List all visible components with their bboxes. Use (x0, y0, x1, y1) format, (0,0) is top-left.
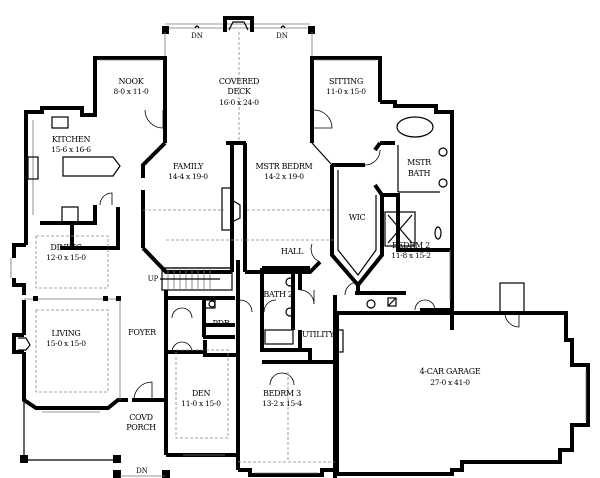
room-sitting: SITTING 11-0 x 15-0 (326, 77, 366, 96)
room-mstr-bedrm: MSTR BEDRM 14-2 x 19-0 (256, 162, 313, 181)
hall-label: HALL (281, 247, 304, 256)
room-bedrm2: BEDRM 2 11-8 x 15-2 (391, 241, 431, 260)
room-den: DEN 11-0 x 15-0 (181, 389, 221, 408)
sitting-dims: 11-0 x 15-0 (326, 87, 366, 96)
central-walls (160, 239, 344, 478)
living-label: LIVING (51, 329, 80, 338)
dining-dims: 12-0 x 15-0 (46, 253, 86, 262)
stair-up-label: UP (148, 275, 159, 283)
room-family: FAMILY 14-4 x 19-0 (168, 162, 208, 181)
room-garage: 4-CAR GARAGE 27-0 x 41-0 (420, 367, 482, 387)
deck-dn-left: DN (191, 32, 203, 40)
nook-label: NOOK (119, 77, 145, 86)
room-covd-porch: COVD (129, 413, 153, 422)
kitchen-walls (24, 100, 121, 250)
foyer-label: FOYER (128, 328, 157, 337)
mstr-bath-label-1: MSTR (407, 158, 432, 167)
deck-label-2: DECK (227, 87, 251, 96)
nook-dims: 8-0 x 11-0 (114, 87, 149, 96)
mstr-bath-label-2: BATH (408, 169, 431, 178)
room-mstr-bath: MSTR BATH (407, 158, 432, 178)
garage-walls (335, 282, 590, 476)
porch-label-2: PORCH (126, 423, 156, 432)
sitting-label: SITTING (329, 77, 363, 86)
room-bedrm3: BEDRM 3 13-2 x 15-4 (262, 389, 302, 408)
living-dims: 15-0 x 15-0 (46, 339, 86, 348)
room-dining: DINING 12-0 x 15-0 (46, 243, 86, 262)
den-label: DEN (192, 389, 211, 398)
dining-label: DINING (50, 243, 81, 252)
garage-label: 4-CAR GARAGE (420, 367, 481, 376)
mstr-bedrm-label: MSTR BEDRM (256, 162, 313, 171)
wic-label: WIC (349, 213, 366, 222)
bedrm2-dims: 11-8 x 15-2 (391, 251, 431, 260)
den-dims: 11-0 x 15-0 (181, 399, 221, 408)
kitchen-label: KITCHEN (52, 135, 91, 144)
sitting-walls (310, 56, 382, 143)
deck-dn-right: DN (276, 32, 288, 40)
bath2-label: BATH 2 (263, 290, 293, 299)
stairs (160, 267, 233, 291)
mstr-bedrm-dims: 14-2 x 19-0 (264, 172, 304, 181)
family-label: FAMILY (173, 162, 204, 171)
porch-label-1: COVD (129, 413, 153, 422)
den-walls (166, 349, 238, 457)
garage-dims: 27-0 x 41-0 (430, 378, 470, 387)
room-living: LIVING 15-0 x 15-0 (46, 329, 86, 348)
room-covered-deck: COVERED DECK 16-0 x 24-0 DN DN (191, 32, 288, 107)
kitchen-dims: 15-6 x 16-6 (51, 145, 91, 154)
left-wing-walls (10, 235, 170, 478)
family-dims: 14-4 x 19-0 (168, 172, 208, 181)
deck-label-1: COVERED (219, 77, 259, 86)
porch-dn-label: DN (136, 467, 148, 475)
utility-label: UTILITY (302, 330, 335, 339)
bedrm3-label: BEDRM 3 (263, 389, 301, 398)
deck-dims: 16-0 x 24-0 (219, 98, 259, 107)
bedroom2-walls (344, 250, 454, 312)
pdr-label: PDR (213, 319, 231, 328)
room-kitchen: KITCHEN 15-6 x 16-6 (51, 135, 91, 154)
bedrm2-label: BEDRM 2 (392, 241, 430, 250)
room-nook: NOOK 8-0 x 11-0 (114, 77, 150, 96)
nook-walls (93, 56, 167, 143)
bedrm3-dims: 13-2 x 15-4 (262, 399, 302, 408)
bedroom3-walls (238, 372, 335, 477)
